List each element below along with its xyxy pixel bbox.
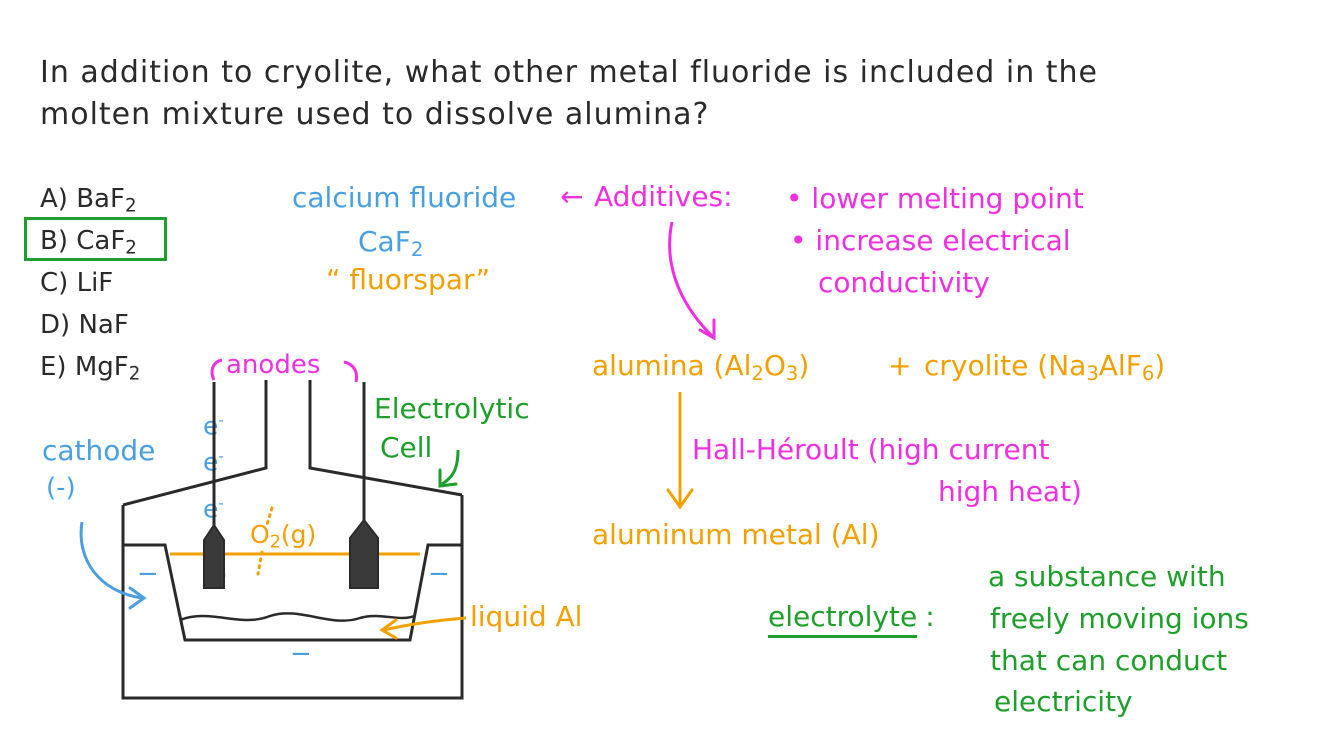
anode-block [203, 523, 225, 589]
formula-subscript: 2 [410, 237, 424, 261]
additives-label: Additives: [594, 180, 733, 213]
option-formula: MgF [74, 352, 129, 382]
option-subscript: 2 [128, 363, 141, 385]
liquid-al-surface [179, 612, 415, 622]
formula-text: alumina (Al [592, 349, 752, 382]
cell-inner-bath [123, 543, 462, 642]
electron-sign: - [218, 447, 224, 465]
fluorspar-label: “ fluorspar” [326, 263, 491, 296]
additive-bullet-2: • increase electrical [790, 224, 1071, 257]
arrowhead-icon [438, 468, 458, 488]
question-line-1: In addition to cryolite, what other meta… [40, 55, 1099, 90]
arrowhead-icon [698, 318, 716, 341]
formula-text: ) [798, 349, 810, 382]
anode-block [349, 518, 379, 589]
product-label: aluminum metal (Al) [592, 518, 880, 551]
process-line-2: high heat) [938, 475, 1082, 508]
anodes-bracket [210, 358, 223, 381]
additive-bullet-1: • lower melting point [786, 182, 1084, 215]
formula-text: CaF [358, 225, 411, 258]
option-formula: CaF [76, 226, 126, 256]
liquid-al-pointer-arrow-icon [383, 616, 467, 632]
liquid-al-label: liquid Al [470, 600, 583, 633]
electrolyte-word: electrolyte [768, 600, 918, 638]
electrolyte-def-2: freely moving ions [990, 602, 1249, 635]
cryolite-formula: cryolite (Na3AlF6) [924, 349, 1166, 385]
option-letter: E) [40, 352, 67, 382]
oxygen-bubbles [256, 506, 274, 576]
option-subscript: 2 [124, 195, 137, 217]
electron-sign: - [218, 494, 224, 512]
arrowhead-icon [128, 586, 147, 610]
process-line-1: Hall-Héroult (high current [692, 433, 1050, 466]
formula-text: ) [1154, 349, 1166, 382]
cathode-sign-label: (-) [46, 473, 76, 503]
alumina-formula: alumina (Al2O3) [592, 349, 810, 385]
option-d[interactable]: D) NaF [40, 312, 129, 338]
additive-bullet-3: conductivity [818, 266, 990, 299]
cathode-pointer-arrow-icon [79, 521, 143, 600]
formula-text: O [250, 520, 270, 549]
correct-answer-box [24, 217, 167, 261]
option-e[interactable]: E) MgF2 [40, 354, 140, 384]
cathode-minus-sign: − [137, 559, 159, 589]
option-letter: B) [40, 226, 68, 256]
cell-outer-wall [121, 495, 464, 700]
option-c[interactable]: C) LiF [40, 270, 113, 296]
electrolyte-def-1: a substance with [988, 560, 1226, 593]
electrolyte-colon: : [925, 600, 935, 633]
plus-sign: + [888, 349, 912, 382]
option-letter: D) [40, 310, 71, 340]
option-formula: BaF [76, 184, 125, 214]
cell-label: Cell [380, 431, 433, 464]
formula-subscript: 2 [269, 532, 281, 553]
option-formula: NaF [78, 310, 129, 340]
formula-text: (g) [280, 520, 317, 549]
anodes-bracket [343, 360, 358, 383]
formula-text: O [763, 349, 786, 382]
formula-subscript: 6 [1141, 361, 1155, 385]
calcium-fluoride-label: calcium fluoride [292, 181, 517, 214]
anodes-label: anodes [226, 350, 321, 380]
option-subscript: 2 [125, 237, 137, 259]
additives-arrow-icon [668, 221, 714, 338]
formula-text: cryolite (Na [924, 349, 1087, 382]
arrow-left-icon: ← [560, 180, 584, 213]
option-letter: A) [40, 184, 68, 214]
formula-subscript: 3 [1086, 361, 1099, 385]
electrolyte-def-4: electricity [994, 685, 1133, 718]
option-formula: LiF [76, 268, 114, 298]
cathode-minus-sign: − [428, 559, 450, 589]
cathode-label: cathode [42, 434, 156, 467]
formula-subscript: 2 [751, 361, 764, 385]
electrolyte-term: electrolyte: [768, 600, 935, 638]
electrolyte-def-3: that can conduct [990, 644, 1228, 677]
formula-text: AlF [1098, 349, 1142, 382]
cathode-minus-sign: − [290, 639, 312, 669]
arrowhead-icon [379, 618, 398, 640]
option-a[interactable]: A) BaF2 [40, 186, 137, 216]
cell-lid [122, 380, 463, 507]
caf2-formula: CaF2 [358, 225, 424, 261]
cell-pointer-arrow-icon [441, 449, 460, 486]
option-b[interactable]: B) CaF2 [40, 228, 137, 258]
oxygen-gas-label: O2(g) [250, 522, 316, 552]
electrolytic-label: Electrolytic [374, 392, 530, 425]
arrowhead-icon [666, 488, 694, 510]
electron-sign: - [218, 411, 224, 429]
option-letter: C) [40, 268, 69, 298]
formula-subscript: 3 [785, 361, 799, 385]
question-line-2: molten mixture used to dissolve alumina? [40, 97, 710, 132]
